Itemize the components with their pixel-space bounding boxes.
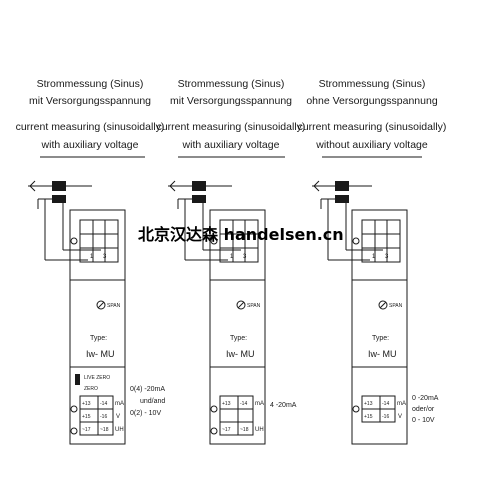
terminal-label: ~17 xyxy=(222,427,231,433)
column-1: Strommessung (Sinus) mit Versorgungsspan… xyxy=(16,78,165,445)
terminal-label: -16 xyxy=(100,414,107,420)
terminal-label: ~18 xyxy=(240,427,249,433)
output-text-1: 0(4) -20mA und/and 0(2) - 10V xyxy=(130,386,165,417)
caption-line: Strommessung (Sinus) xyxy=(178,78,285,90)
caption-line: current measuring (sinusoidally) xyxy=(16,121,165,133)
caption-line: Strommessung (Sinus) xyxy=(37,78,144,90)
output-line: 0(2) - 10V xyxy=(130,410,161,417)
watermark: 北京汉达森 handelsen.cn xyxy=(138,225,344,244)
unit-label: V xyxy=(398,414,402,420)
transducer-3: 1 3 SPAN Type: Iw- MU +13 -14 mA +15 -16… xyxy=(328,209,408,445)
caption-line: with auxiliary voltage xyxy=(182,139,280,151)
terminal-label: +13 xyxy=(222,401,231,407)
model-label: Iw- MU xyxy=(368,349,397,359)
output-text-2: 4 -20mA xyxy=(270,402,297,409)
terminal-label: +15 xyxy=(82,414,91,420)
caption-2: Strommessung (Sinus) mit Versorgungsspan… xyxy=(157,78,306,158)
terminal-label: -14 xyxy=(100,401,107,407)
caption-line: current measuring (sinusoidally) xyxy=(157,121,306,133)
terminal-label: ~17 xyxy=(82,427,91,433)
terminal-1: 1 xyxy=(230,254,234,260)
span-label: SPAN xyxy=(107,303,121,309)
live-zero-label: LIVE ZERO xyxy=(84,375,110,381)
unit-label: V xyxy=(116,414,120,420)
output-line: oder/or xyxy=(412,406,435,413)
unit-label: UH xyxy=(255,427,264,433)
unit-label: mA xyxy=(397,401,406,407)
caption-line: without auxiliary voltage xyxy=(315,139,428,151)
model-label: Iw- MU xyxy=(86,349,115,359)
terminal-label: -14 xyxy=(382,401,389,407)
current-transformer-3 xyxy=(312,180,372,260)
unit-label: mA xyxy=(115,401,124,407)
current-transformer-1 xyxy=(28,180,92,260)
terminal-label: +13 xyxy=(82,401,91,407)
type-label: Type: xyxy=(230,335,247,342)
transducer-2: 1 3 SPAN Type: Iw- MU +13 -14 mA ~17 ~18… xyxy=(185,209,266,445)
span-potentiometer-icon xyxy=(236,300,246,310)
type-label: Type: xyxy=(90,335,107,342)
column-3: Strommessung (Sinus) ohne Versorgungsspa… xyxy=(298,78,447,445)
caption-line: ohne Versorgungsspannung xyxy=(306,95,438,107)
span-potentiometer-icon xyxy=(96,300,106,310)
span-potentiometer-icon xyxy=(378,300,388,310)
output-line: 4 -20mA xyxy=(270,402,297,409)
unit-label: mA xyxy=(255,401,264,407)
terminal-label: +15 xyxy=(364,414,373,420)
type-label: Type: xyxy=(372,335,389,342)
transducer-1: 1 3 SPAN Type: Iw- MU LIVE ZERO ZERO +13… xyxy=(45,209,126,445)
caption-line: mit Versorgungsspannung xyxy=(29,95,151,107)
output-line: 0(4) -20mA xyxy=(130,386,165,393)
output-line: 0 -20mA xyxy=(412,395,439,402)
caption-3: Strommessung (Sinus) ohne Versorgungsspa… xyxy=(298,78,447,158)
caption-1: Strommessung (Sinus) mit Versorgungsspan… xyxy=(16,78,165,158)
span-label: SPAN xyxy=(247,303,261,309)
output-line: 0 - 10V xyxy=(412,417,435,424)
terminal-1: 1 xyxy=(90,254,94,260)
terminal-label: -16 xyxy=(382,414,389,420)
output-line: und/and xyxy=(140,398,165,405)
terminal-label: +13 xyxy=(364,401,373,407)
zero-label: ZERO xyxy=(84,386,98,392)
live-zero-switch-icon xyxy=(75,374,80,385)
caption-line: current measuring (sinusoidally) xyxy=(298,121,447,133)
column-2: Strommessung (Sinus) mit Versorgungsspan… xyxy=(157,78,306,445)
unit-label: UH xyxy=(115,427,124,433)
terminal-3: 3 xyxy=(385,254,389,260)
terminal-3: 3 xyxy=(103,254,107,260)
caption-line: mit Versorgungsspannung xyxy=(170,95,292,107)
current-transformer-2 xyxy=(168,180,232,260)
model-label: Iw- MU xyxy=(226,349,255,359)
caption-line: with auxiliary voltage xyxy=(41,139,139,151)
terminal-label: ~18 xyxy=(100,427,109,433)
terminal-label: -14 xyxy=(240,401,247,407)
caption-line: Strommessung (Sinus) xyxy=(319,78,426,90)
terminal-1: 1 xyxy=(372,254,376,260)
span-label: SPAN xyxy=(389,303,403,309)
output-text-3: 0 -20mA oder/or 0 - 10V xyxy=(412,395,439,424)
terminal-3: 3 xyxy=(243,254,247,260)
